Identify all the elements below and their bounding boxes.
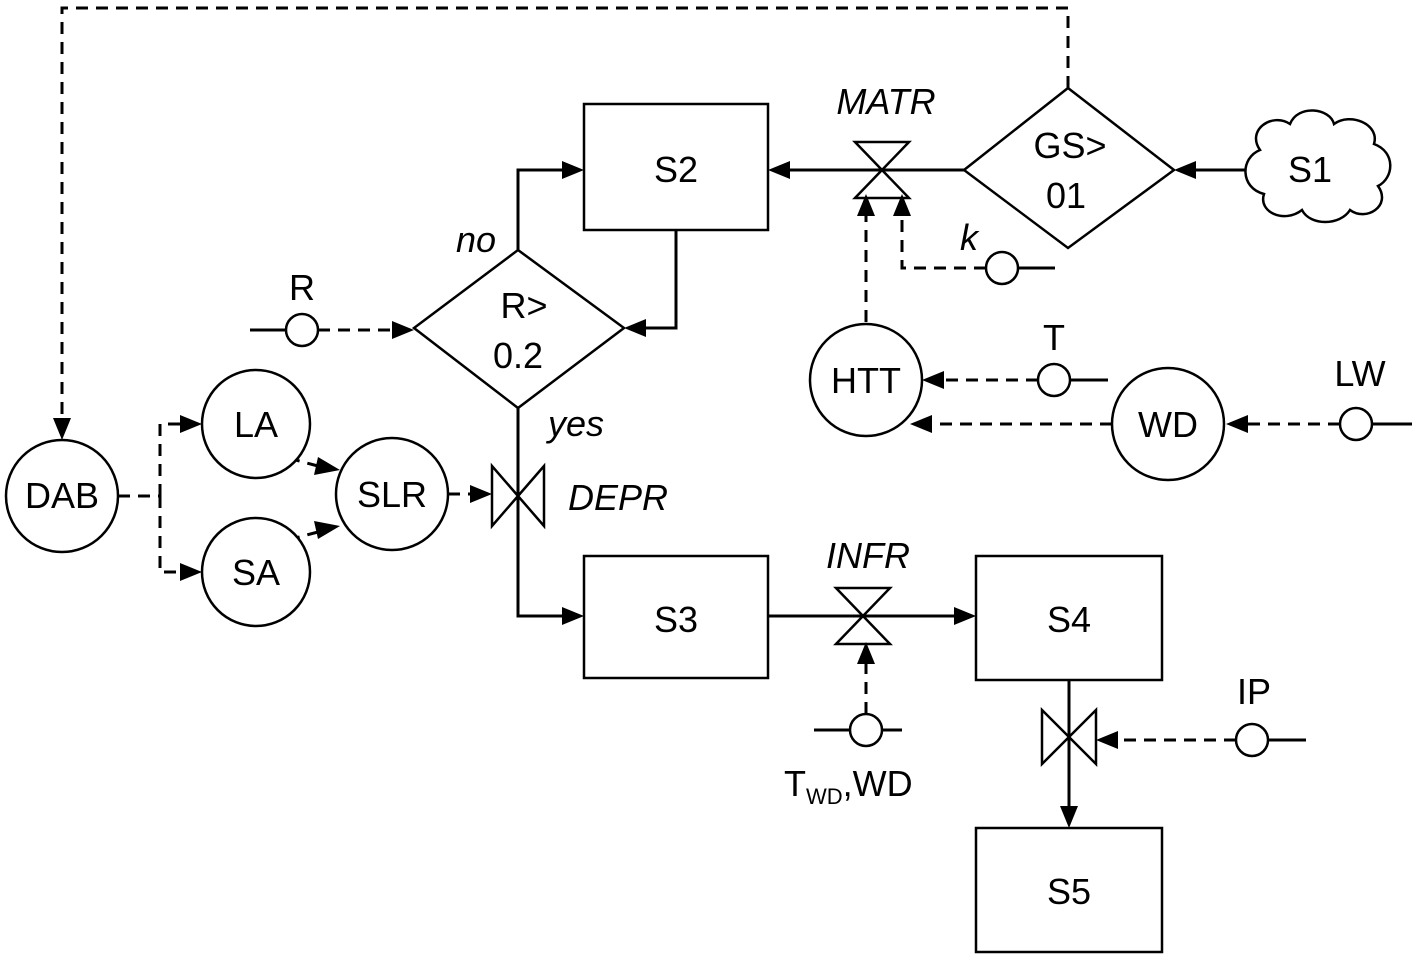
htt-label: HTT (831, 360, 901, 401)
r-decision-line2: 0.2 (493, 335, 543, 376)
r-decision-diamond (411, 248, 627, 410)
k-parameter-circle (984, 250, 1020, 286)
s5-stock-box (974, 826, 1164, 954)
gs-to-dab-feedback-line (60, 6, 1070, 418)
gs-input-arrow (1174, 161, 1196, 179)
htt-t-arrow (922, 371, 944, 389)
s4-input-arrow (954, 607, 976, 625)
t-label: T (1043, 317, 1065, 358)
depr-label: DEPR (568, 477, 668, 518)
matr-k-arrow (893, 194, 911, 216)
s5-input-arrow (1060, 806, 1078, 828)
dab-input-arrow (53, 418, 71, 440)
dab-to-sa-line (158, 496, 180, 574)
twd-label: TWD,WD (784, 763, 913, 809)
slr-la-arrow (314, 457, 340, 475)
matr-htt-arrow (857, 194, 875, 216)
slr-sa-arrow (314, 521, 340, 539)
la-circle (200, 368, 312, 480)
r-input-arrow (624, 319, 646, 337)
s5-label: S5 (1047, 871, 1091, 912)
dab-to-la-line (158, 422, 180, 496)
twd-label-rest: ,WD (843, 763, 913, 804)
s2-stock-box (582, 102, 770, 232)
wd-label: WD (1138, 404, 1198, 445)
twd-label-main: T (784, 763, 806, 804)
no-label: no (456, 219, 496, 260)
s2-to-r-flow-line (646, 230, 678, 330)
twd-label-sub: WD (806, 784, 843, 809)
sa-circle (200, 516, 312, 628)
wd-circle (1110, 366, 1226, 482)
t-parameter-circle (1036, 362, 1072, 398)
s3-input-arrow (562, 607, 584, 625)
gs-decision-line2: 01 (1046, 175, 1086, 216)
infr-twd-arrow (857, 642, 875, 664)
infr-valve (833, 586, 893, 646)
s1-label: S1 (1288, 149, 1332, 190)
s3-stock-box (582, 554, 770, 680)
lw-label: LW (1334, 353, 1385, 394)
lw-parameter-circle (1338, 406, 1374, 442)
r-yes-to-s3-line (516, 408, 562, 618)
yes-label: yes (545, 403, 604, 444)
infr-label: INFR (826, 535, 910, 576)
ip-parameter-circle (1234, 722, 1270, 758)
matr-valve (852, 140, 912, 200)
wd-lw-arrow (1226, 415, 1248, 433)
s4-stock-box (974, 554, 1164, 682)
k-label: k (960, 217, 980, 258)
s4-label: S4 (1047, 599, 1091, 640)
s4-s5-valve (1040, 706, 1098, 768)
depr-valve (490, 462, 546, 530)
r-no-to-s2-line (516, 168, 562, 250)
sa-label: SA (232, 552, 280, 593)
gs-decision-diamond (961, 86, 1177, 250)
valve-ip-arrow (1096, 731, 1118, 749)
r-label: R (289, 267, 315, 308)
htt-circle (808, 322, 924, 438)
s3-label: S3 (654, 599, 698, 640)
r-decision-arrow (392, 321, 414, 339)
k-to-matr-line (900, 214, 986, 270)
r-decision-line1: R> (500, 285, 547, 326)
dab-circle (4, 438, 120, 554)
s2-no-arrow (562, 161, 584, 179)
htt-wd-arrow (910, 415, 932, 433)
ip-label: IP (1237, 671, 1271, 712)
r-parameter-circle (284, 312, 320, 348)
slr-circle (334, 436, 450, 552)
sa-input-arrow (180, 563, 202, 581)
depr-slr-arrow (470, 485, 492, 503)
gs-decision-line1: GS> (1033, 125, 1106, 166)
s2-input-arrow (768, 161, 790, 179)
matr-label: MATR (836, 81, 935, 122)
twd-parameter-circle (848, 712, 884, 748)
la-input-arrow (180, 415, 202, 433)
dab-label: DAB (25, 475, 99, 516)
s2-label: S2 (654, 149, 698, 190)
s1-source-cloud (1244, 109, 1392, 224)
slr-label: SLR (357, 474, 427, 515)
la-label: LA (234, 404, 278, 445)
